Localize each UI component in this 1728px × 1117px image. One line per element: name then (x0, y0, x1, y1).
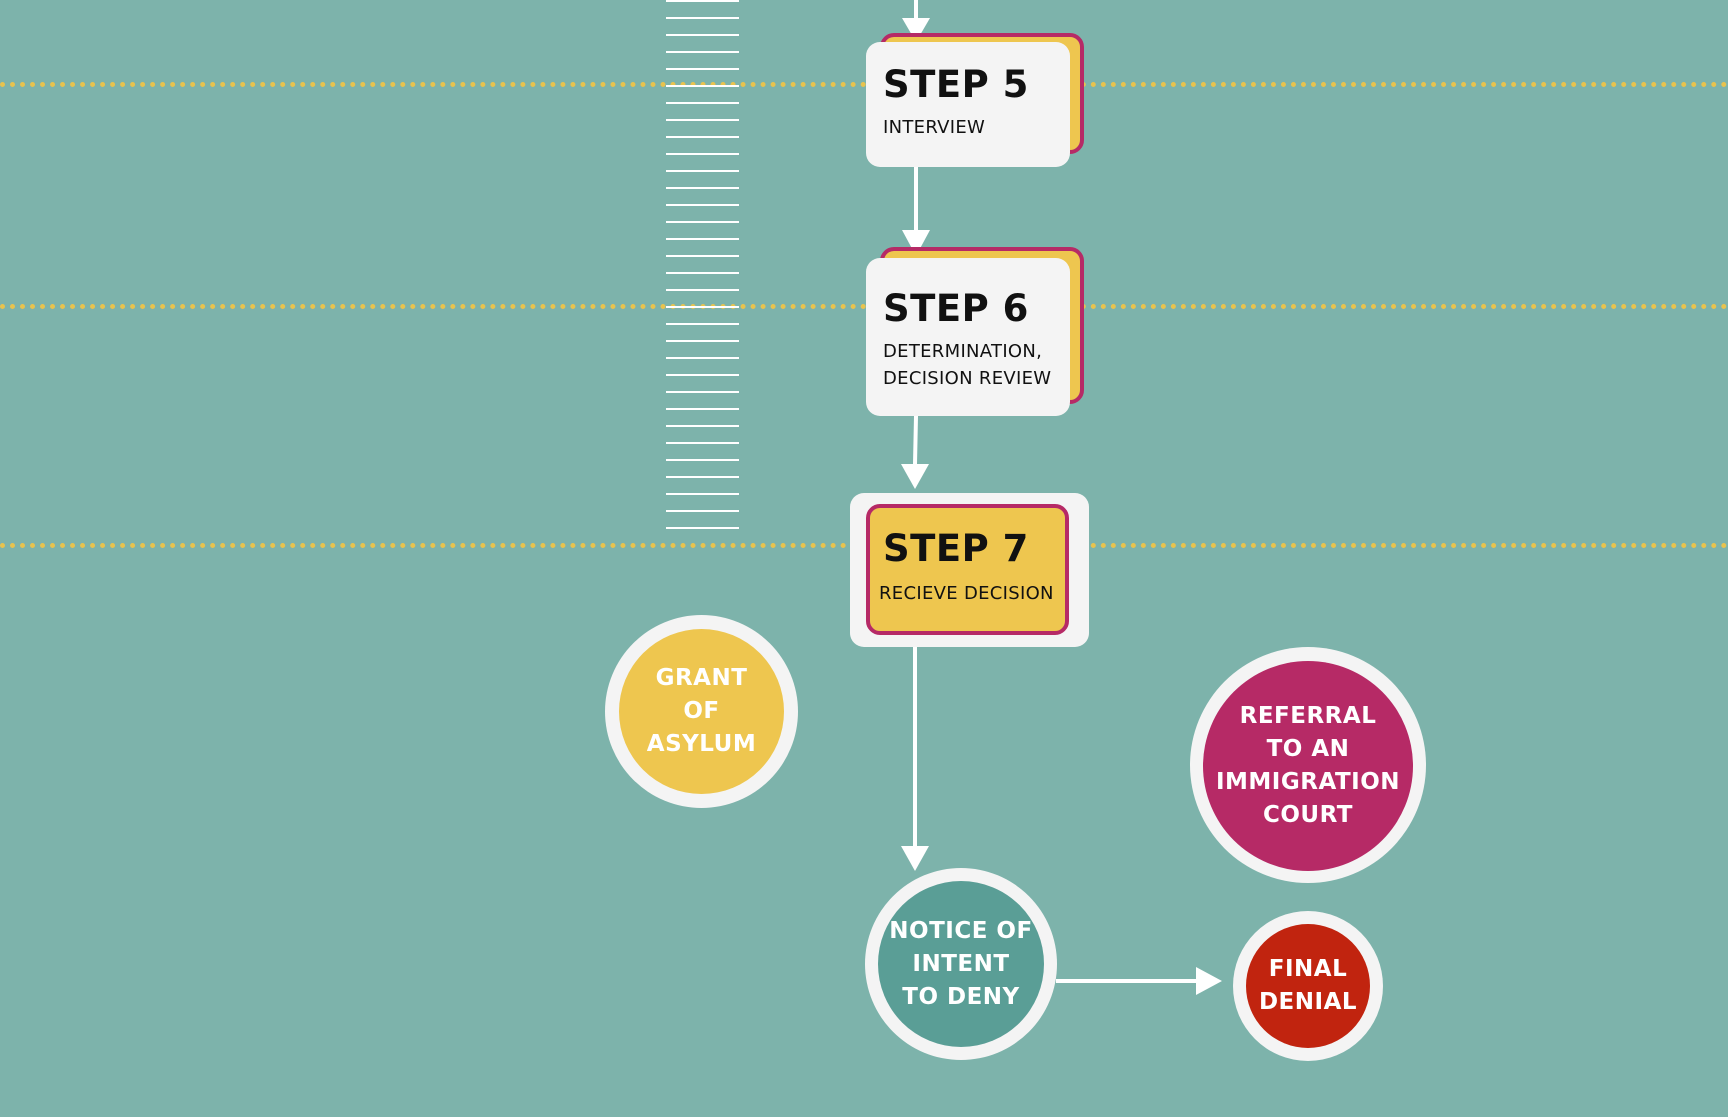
timeline-dotted-line-2 (0, 304, 1728, 309)
step7-subtitle: RECIEVE DECISION (879, 583, 1054, 604)
step6-subtitle: DETERMINATION, DECISION REVIEW (883, 341, 1052, 389)
final-denial-node: FINAL DENIAL (1246, 924, 1370, 1048)
notice-of-intent-to-deny-node: NOTICE OF INTENT TO DENY (878, 881, 1044, 1047)
step5-card: STEP 5 INTERVIEW (866, 42, 1070, 167)
grant-of-asylum-node: GRANT OF ASYLUM (619, 629, 784, 794)
timeline-dotted-line-1 (0, 82, 1728, 87)
arrow-notice-to-denial-head (1196, 967, 1222, 995)
ladder-stripes (666, 0, 739, 530)
step7-title: STEP 7 (883, 527, 1029, 570)
referral-to-immigration-court-node: REFERRAL TO AN IMMIGRATION COURT (1203, 661, 1413, 871)
arrow-into-step5-head (902, 18, 930, 42)
step6-title: STEP 6 (883, 287, 1029, 330)
arrow-step5-to-step6-head (902, 230, 930, 256)
step6-card: STEP 6 DETERMINATION, DECISION REVIEW (866, 258, 1070, 416)
step5-subtitle: INTERVIEW (883, 117, 986, 138)
step7-card: STEP 7 RECIEVE DECISION (866, 504, 1069, 635)
arrow-step6-to-step7-line (913, 415, 918, 465)
arrow-step6-to-step7-head (901, 464, 929, 489)
arrow-step7-to-notice-head (901, 846, 929, 871)
step5-title: STEP 5 (883, 63, 1029, 106)
